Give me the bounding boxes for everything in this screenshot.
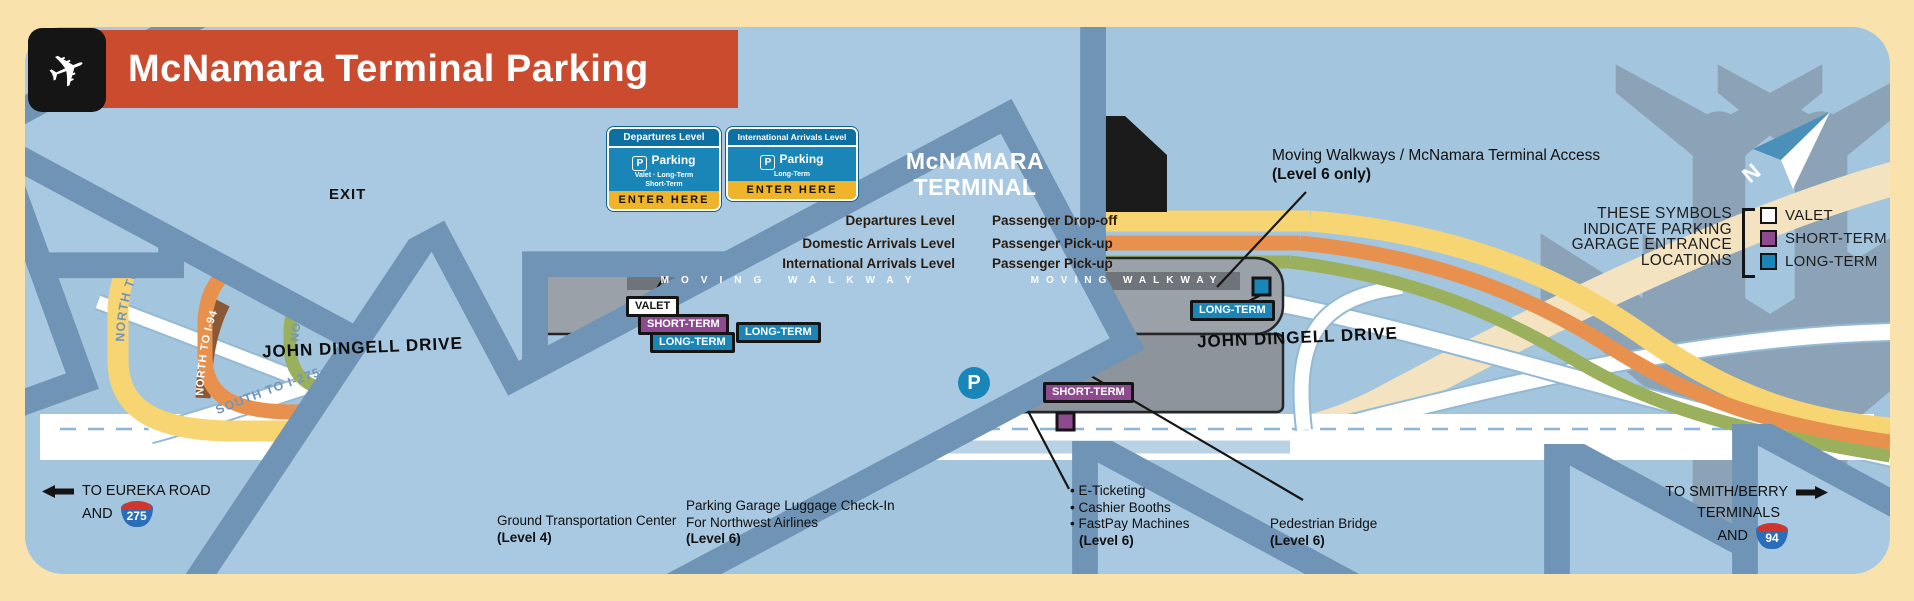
airplane-logo: ✈	[28, 28, 106, 112]
legend-item-label: LONG-TERM	[1785, 253, 1878, 270]
legend-bracket	[1742, 208, 1755, 278]
legend-text-line: GARAGE ENTRANCE	[1571, 236, 1732, 253]
legend-item-valet: VALET	[1760, 207, 1887, 224]
destination-text: TO EUREKA ROAD	[82, 483, 211, 499]
level-label-pickup1: Passenger Pick-up	[992, 236, 1113, 251]
legend-text-line: INDICATE PARKING	[1583, 220, 1732, 238]
destination-smith-berry: TO SMITH/BERRY TERMINALS AND 94	[1652, 482, 1828, 549]
short-term-swatch-icon	[1760, 230, 1777, 247]
destination-text: AND	[1717, 528, 1748, 544]
airplane-icon: ✈	[39, 38, 95, 102]
parking-icon: P	[632, 156, 648, 171]
shield-crown	[121, 501, 152, 509]
annotation-line1: Moving Walkways / McNamara Terminal Acce…	[1272, 147, 1601, 164]
legend-items: VALET SHORT-TERM LONG-TERM	[1760, 207, 1887, 270]
legend: THESE SYMBOLS INDICATE PARKING GARAGE EN…	[1556, 206, 1887, 278]
moving-walkway-label: MOVING WALKWAY	[1030, 275, 1224, 286]
callout-level: (Level 6)	[1079, 532, 1134, 548]
parking-icon: P	[760, 155, 776, 170]
legend-text-line: THESE SYMBOLS	[1597, 205, 1732, 222]
level-label-pickup2: Passenger Pick-up	[992, 256, 1113, 271]
sign-parking-label: Parking	[779, 152, 824, 166]
callout-text: • E-Ticketing	[1070, 483, 1146, 498]
callout-text: For Northwest Airlines	[686, 514, 819, 530]
callout-text: • Cashier Booths	[1070, 499, 1171, 515]
long-term-entrance-icon	[1251, 276, 1272, 297]
shield-number: 94	[1765, 531, 1779, 545]
terminal-label: McNAMARA TERMINAL	[855, 148, 1095, 200]
callout-level: (Level 4)	[497, 529, 552, 545]
left-arrow-icon	[42, 485, 74, 498]
short-term-badge: SHORT-TERM	[1043, 382, 1134, 403]
shield-crown	[1757, 523, 1787, 531]
legend-item-short-term: SHORT-TERM	[1760, 230, 1887, 247]
callout-luggage-checkin: Parking Garage Luggage Check-In For Nort…	[686, 498, 895, 548]
destination-text: AND	[82, 506, 113, 522]
sign-title: Departures Level	[609, 129, 719, 148]
header-banner: McNamara Terminal Parking	[96, 30, 738, 108]
right-arrow-icon	[1796, 486, 1828, 499]
destination-eureka: TO EUREKA ROAD AND 275	[42, 481, 211, 527]
moving-walkway-label: MOVING WALKWAY	[660, 275, 924, 286]
page-title: McNamara Terminal Parking	[128, 47, 649, 90]
level-label-dropoff: Passenger Drop-off	[992, 213, 1118, 228]
exit-label: EXIT	[329, 186, 367, 203]
callout-text: • FastPay Machines	[1070, 516, 1190, 531]
sign-subtitle: Short-Term	[645, 181, 683, 188]
shield-number: 275	[126, 509, 147, 523]
destination-text: TO SMITH/BERRY	[1665, 484, 1788, 500]
callout-text: Pedestrian Bridge	[1270, 516, 1378, 531]
callout-ground-transportation: Ground Transportation Center (Level 4)	[497, 513, 676, 546]
terminal-name-line2: TERMINAL	[913, 174, 1037, 200]
level-label-departures: Departures Level	[845, 213, 955, 228]
legend-item-label: SHORT-TERM	[1785, 230, 1887, 247]
sign-subtitle: Long-Term	[773, 171, 811, 178]
level-label-domestic: Domestic Arrivals Level	[802, 236, 955, 251]
moving-walkways-annotation: Moving Walkways / McNamara Terminal Acce…	[1272, 146, 1600, 184]
long-term-badge: LONG-TERM	[736, 322, 821, 343]
interstate-shield-275: 275	[120, 501, 153, 527]
sign-title: International Arrivals Level	[728, 129, 856, 147]
destination-text: TERMINALS	[1697, 505, 1780, 521]
sign-subtitle: Valet · Long-Term	[634, 172, 694, 179]
sign-parking-label: Parking	[651, 153, 696, 167]
callout-text: Parking Garage Luggage Check-In	[686, 498, 895, 513]
short-term-entrance-icon	[1055, 411, 1076, 432]
interstate-shield-94: 94	[1756, 523, 1788, 549]
legend-text-line: LOCATIONS	[1640, 251, 1732, 269]
callout-level: (Level 6)	[686, 531, 741, 546]
callout-level: (Level 6)	[1270, 532, 1325, 548]
annotation-line2: (Level 6 only)	[1272, 166, 1372, 183]
legend-text: THESE SYMBOLS INDICATE PARKING GARAGE EN…	[1556, 206, 1732, 268]
enter-here-label: ENTER HERE	[728, 181, 856, 199]
enter-here-label: ENTER HERE	[609, 191, 719, 209]
long-term-badge: LONG-TERM	[1190, 300, 1275, 321]
callout-text: Ground Transportation Center	[497, 513, 677, 528]
terminal-name-line1: McNAMARA	[905, 148, 1045, 174]
level-label-international: International Arrivals Level	[782, 256, 955, 271]
valet-swatch-icon	[1760, 207, 1777, 224]
callout-eticketing: • E-Ticketing • Cashier Booths • FastPay…	[1070, 483, 1190, 549]
long-term-badge: LONG-TERM	[650, 332, 735, 353]
legend-item-label: VALET	[1785, 207, 1833, 224]
callout-pedestrian-bridge: Pedestrian Bridge (Level 6)	[1270, 516, 1377, 549]
parking-symbol: P	[958, 367, 990, 399]
long-term-swatch-icon	[1760, 253, 1777, 270]
legend-item-long-term: LONG-TERM	[1760, 253, 1887, 270]
